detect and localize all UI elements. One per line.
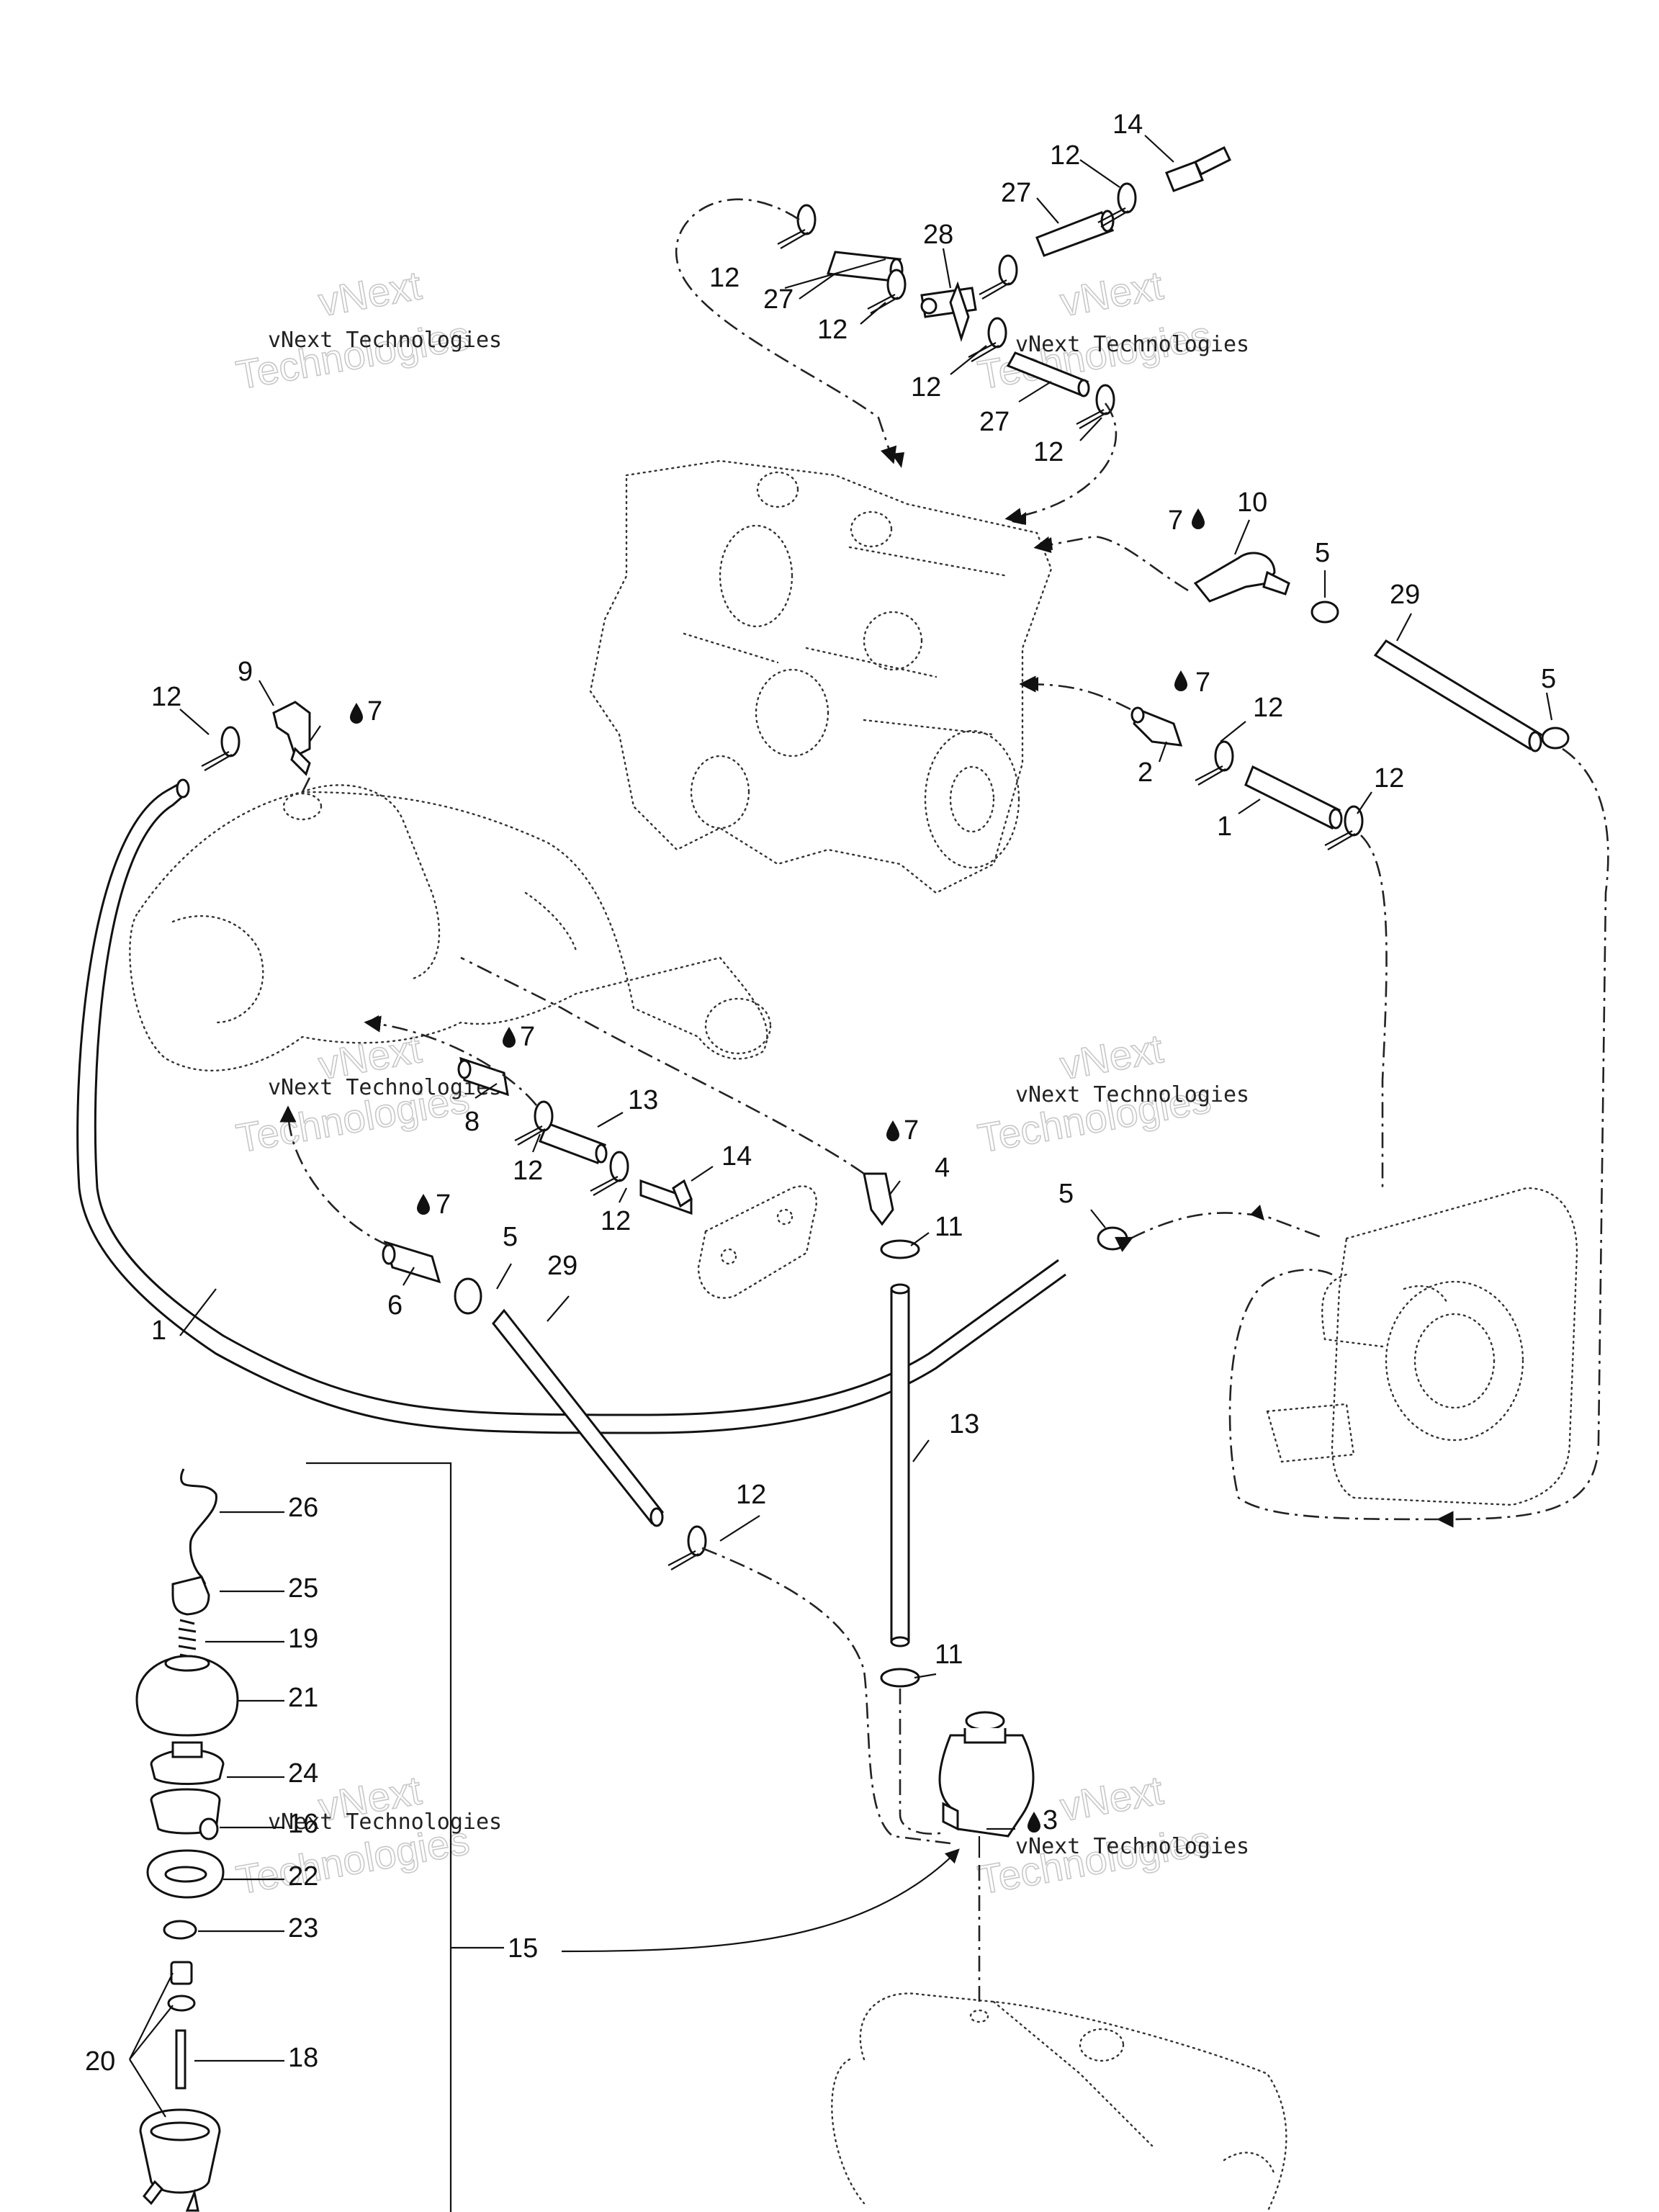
clamps-12: [200, 182, 1364, 1571]
callout-12: 12: [709, 263, 739, 293]
callout-23: 23: [288, 1913, 318, 1943]
callout-25: 25: [288, 1573, 318, 1604]
hose-1-left: [76, 778, 1066, 1434]
svg-text:vNext Technologies: vNext Technologies: [268, 328, 502, 353]
callout-26: 26: [288, 1493, 318, 1523]
callout-5: 5: [1315, 538, 1330, 568]
callout-13: 13: [628, 1085, 658, 1115]
callout-12: 12: [151, 682, 181, 712]
callout-14: 14: [721, 1141, 752, 1172]
callout-5: 5: [1058, 1179, 1074, 1209]
callout-12: 12: [1253, 693, 1283, 723]
callout-11: 11: [935, 1212, 963, 1242]
svg-text:vNext Technologies: vNext Technologies: [1015, 332, 1249, 357]
callout-1: 1: [151, 1316, 166, 1346]
callout-12: 12: [601, 1206, 631, 1236]
callout-6: 6: [387, 1290, 403, 1321]
callout-27: 27: [979, 407, 1010, 437]
callout-13: 13: [949, 1409, 979, 1439]
engine-block: [589, 459, 1053, 894]
flow-lines: [279, 198, 1609, 2002]
assembly-bracket-line: [306, 1462, 504, 2212]
callout-29: 29: [547, 1251, 577, 1281]
svg-text:vNext: vNext: [315, 262, 425, 325]
callout-7: 7: [367, 696, 382, 727]
callout-7: 7: [1195, 667, 1210, 698]
callout-7: 7: [904, 1115, 919, 1146]
callout-2: 2: [1138, 757, 1153, 788]
callout-9: 9: [238, 657, 253, 687]
callout-7: 7: [520, 1022, 535, 1052]
callout-27: 27: [1001, 178, 1031, 208]
callout-8: 8: [464, 1107, 480, 1137]
coolant-tank: [938, 1711, 1035, 1858]
callout-24: 24: [288, 1758, 318, 1789]
callout-12: 12: [513, 1156, 543, 1186]
callout-5: 5: [1541, 664, 1556, 694]
muffler: [831, 1992, 1287, 2212]
svg-text:vNext Technologies: vNext Technologies: [1015, 1082, 1249, 1107]
callout-labels: 14 12 27 28 12 27 12 12 27 12 7 10 5 29 …: [85, 109, 1556, 2077]
callout-14: 14: [1112, 109, 1143, 140]
callout-4: 4: [935, 1153, 950, 1183]
callout-12: 12: [736, 1480, 766, 1510]
callout-22: 22: [288, 1861, 318, 1892]
svg-text:vNext: vNext: [1057, 262, 1166, 325]
callout-7: 7: [1168, 505, 1183, 536]
small-hose-27: [826, 210, 1115, 397]
callout-12: 12: [1033, 437, 1064, 467]
fitting-2: [1130, 706, 1183, 747]
svg-text:Technologies: Technologies: [233, 313, 472, 398]
callout-18: 18: [288, 2043, 318, 2073]
callout-12: 12: [911, 372, 941, 403]
fitting-8: [457, 1056, 509, 1097]
callout-7: 7: [436, 1190, 451, 1220]
pressure-cap-assembly: [135, 1468, 239, 2212]
oil-drop-icon: [350, 508, 1205, 1833]
callout-12: 12: [1374, 763, 1404, 793]
callout-20: 20: [85, 2046, 115, 2077]
callout-16: 16: [288, 1809, 318, 1839]
exhaust-manifold: [129, 784, 772, 1071]
callout-5: 5: [503, 1222, 518, 1252]
svg-text:vNext Technologies: vNext Technologies: [1015, 1834, 1249, 1859]
svg-text:vNext: vNext: [1057, 1025, 1166, 1088]
fitting-6: [382, 1240, 441, 1284]
fitting-9-elbow: [272, 701, 311, 776]
leader-lines: [129, 135, 1553, 2118]
callout-12: 12: [1050, 140, 1080, 171]
fitting-28-tee: [920, 281, 977, 342]
callout-21: 21: [288, 1683, 318, 1713]
hose-13-vertical: [890, 1283, 910, 1647]
flow-arrows: [281, 452, 1452, 1527]
fitting-14-top: [1165, 145, 1231, 192]
fitting-10-elbow: [1193, 552, 1290, 603]
callout-11: 11: [935, 1640, 963, 1670]
jet-pump-housing: [1266, 1187, 1578, 1506]
callout-1: 1: [1217, 811, 1232, 842]
hose-29-upper: [1373, 639, 1543, 752]
hose-1-upper: [1244, 765, 1343, 830]
callout-15: 15: [508, 1933, 538, 1964]
callout-28: 28: [923, 220, 953, 250]
callout-10: 10: [1237, 487, 1267, 518]
svg-text:vNext: vNext: [1057, 1767, 1166, 1830]
callout-12: 12: [817, 315, 848, 345]
fitting-4-elbow: [863, 1172, 894, 1226]
fitting-14-lower: [639, 1179, 693, 1215]
callout-29: 29: [1390, 580, 1420, 610]
svg-text:vNext Technologies: vNext Technologies: [268, 1809, 502, 1835]
callout-19: 19: [288, 1624, 318, 1654]
svg-text:vNext Technologies: vNext Technologies: [268, 1075, 502, 1100]
callout-3: 3: [1043, 1805, 1058, 1835]
mounting-bracket: [697, 1185, 817, 1299]
hose-29-lower: [492, 1308, 665, 1527]
watermark: vNext Technologies vNext Technologies vN…: [233, 261, 1249, 1903]
small-hose-13: [539, 1122, 608, 1164]
callout-27: 27: [763, 284, 793, 315]
